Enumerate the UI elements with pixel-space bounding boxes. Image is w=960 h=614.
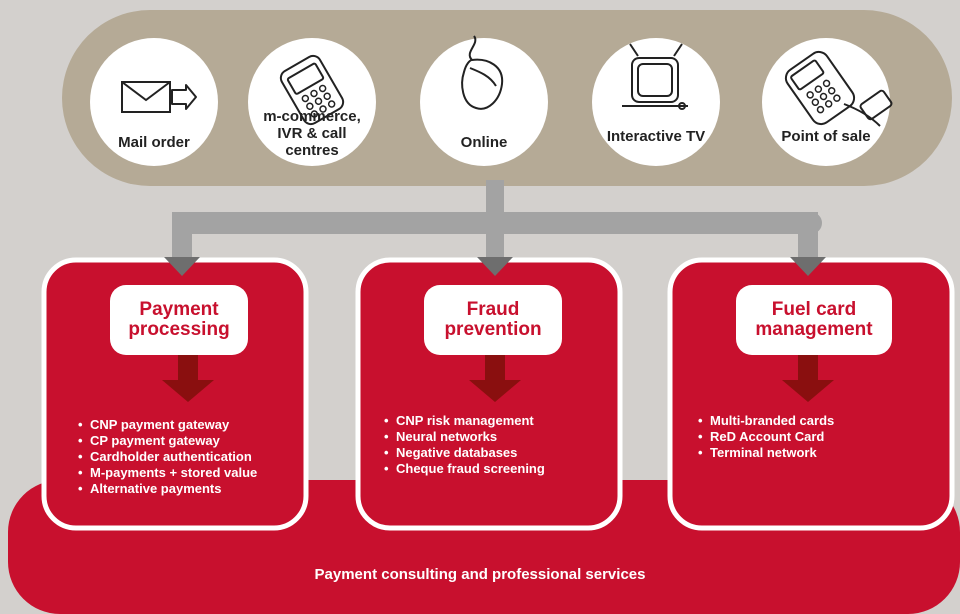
television-icon <box>622 43 688 110</box>
channel-label-mcommerce: m-commerce, IVR & call centres <box>263 108 361 159</box>
footer-label: Payment consulting and professional serv… <box>314 566 646 583</box>
list-item: Cheque fraud screening <box>384 461 545 477</box>
list-item: Terminal network <box>698 445 834 461</box>
mobile-phone-icon <box>279 54 345 126</box>
service-list-fuel: Multi-branded cards ReD Account Card Ter… <box>698 413 834 461</box>
channel-label-interactive-tv: Interactive TV <box>606 128 706 145</box>
pin-terminal-icon <box>784 50 893 127</box>
list-item: Cardholder authentication <box>78 449 257 465</box>
mail-envelope-icon <box>121 81 197 113</box>
channel-label-mail: Mail order <box>118 134 190 151</box>
title-bubbles <box>110 285 892 355</box>
service-title-payment: Payment processing <box>128 299 230 340</box>
list-item: Negative databases <box>384 445 545 461</box>
list-item: Multi-branded cards <box>698 413 834 429</box>
computer-mouse-icon <box>461 35 504 110</box>
channel-label-online: Online <box>460 134 508 151</box>
list-item: CNP payment gateway <box>78 417 257 433</box>
list-item: M-payments + stored value <box>78 465 257 481</box>
list-item: CP payment gateway <box>78 433 257 449</box>
service-list-fraud: CNP risk management Neural networks Nega… <box>384 413 545 477</box>
channel-circles <box>90 38 890 166</box>
service-list-payment: CNP payment gateway CP payment gateway C… <box>78 417 257 497</box>
service-title-fuel: Fuel card management <box>755 299 873 340</box>
connector-arrowheads <box>164 257 826 276</box>
list-item: ReD Account Card <box>698 429 834 445</box>
connector-lines <box>172 180 822 257</box>
list-item: Neural networks <box>384 429 545 445</box>
service-title-fraud: Fraud prevention <box>444 299 542 340</box>
list-item: CNP risk management <box>384 413 545 429</box>
list-item: Alternative payments <box>78 481 257 497</box>
channel-label-point-of-sale: Point of sale <box>781 128 871 145</box>
box-arrows <box>162 355 834 402</box>
